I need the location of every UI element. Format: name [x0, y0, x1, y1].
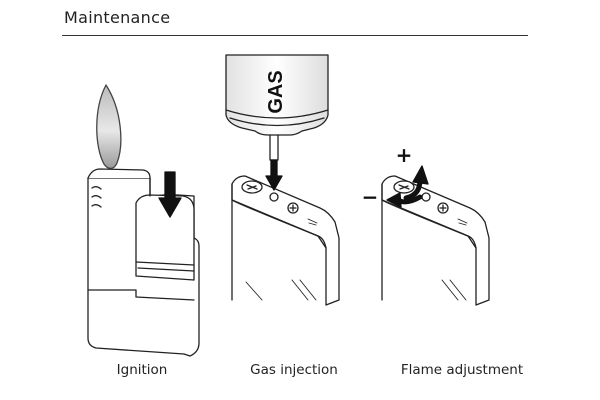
- push-arrow-icon: [158, 171, 182, 218]
- page-title: Maintenance: [64, 8, 171, 27]
- flame-adjustment-lighter: [381, 165, 490, 306]
- gas-injection-lighter: [225, 54, 340, 306]
- gas-can-label: GAS: [265, 70, 287, 113]
- caption-flame-adjustment: Flame adjustment: [400, 362, 524, 378]
- ignition-lighter: [87, 84, 200, 357]
- minus-symbol: −: [362, 185, 379, 209]
- title-divider: [62, 35, 528, 36]
- caption-ignition: Ignition: [116, 362, 168, 378]
- flame-icon: [96, 84, 122, 170]
- caption-gas-injection: Gas injection: [250, 362, 338, 378]
- plus-symbol: +: [396, 143, 413, 167]
- gas-can: [225, 54, 329, 136]
- injection-arrow-icon: [265, 159, 283, 191]
